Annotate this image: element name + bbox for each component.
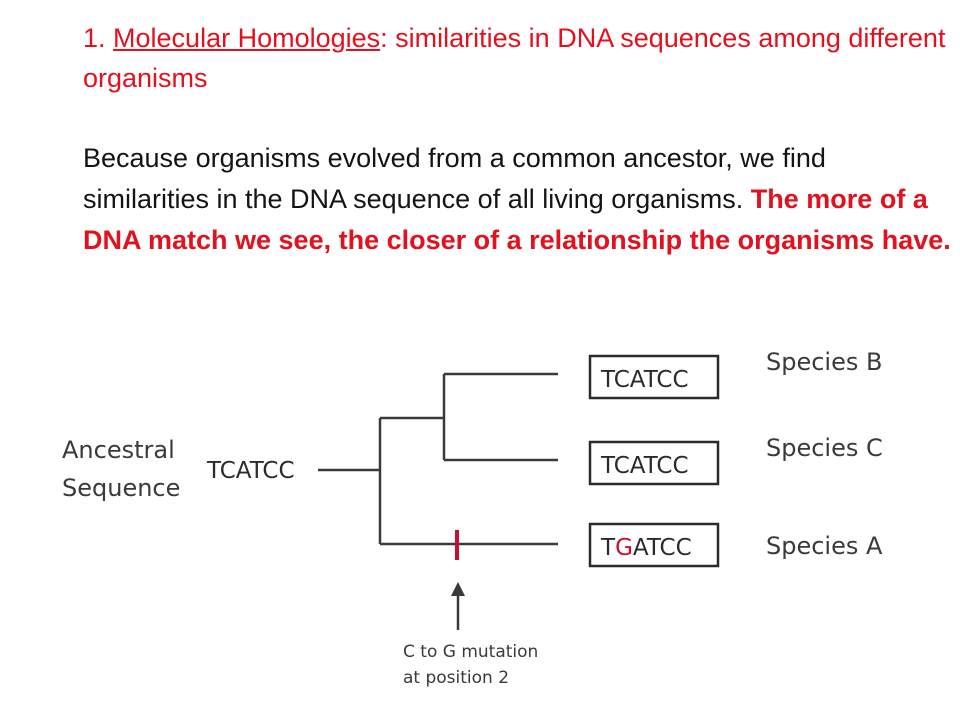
ancestral-sequence: TCATCC — [206, 458, 295, 484]
species-b-box: TCATCC — [588, 354, 720, 400]
heading-title: Molecular Homologies — [113, 23, 381, 53]
heading-number: 1. — [83, 23, 114, 53]
species-a-sequence-suffix: ATCC — [633, 535, 692, 561]
up-arrow-icon — [451, 582, 465, 630]
species-c-name: Species C — [766, 434, 883, 462]
mutation-note-line1: C to G mutation — [403, 642, 538, 662]
species-a-sequence: TGATCC — [600, 535, 692, 561]
heading-colon: : — [380, 23, 388, 53]
species-c-box: TCATCC — [588, 440, 720, 486]
text-content: 1. Molecular Homologies: similarities in… — [83, 18, 953, 261]
ancestral-label-line1: Ancestral — [62, 436, 175, 464]
species-a-box: TGATCC — [588, 522, 720, 568]
species-a-name: Species A — [766, 532, 883, 560]
mutation-note-line2: at position 2 — [403, 668, 509, 688]
tree-branches — [318, 372, 558, 546]
phylogenetic-tree-diagram: Ancestral Sequence TCATCC TCATCC TCATCC … — [62, 348, 883, 688]
species-b-sequence: TCATCC — [600, 367, 689, 393]
species-a-mutated-base: G — [615, 535, 633, 561]
body-emphasis-text: The more of a DNA match we see, the clos… — [83, 184, 951, 255]
heading-description: similarities in DNA sequences among diff… — [83, 23, 946, 93]
species-b-name: Species B — [766, 348, 882, 376]
body-plain-text: Because organisms evolved from a common … — [83, 143, 826, 214]
body-paragraph: Because organisms evolved from a common … — [83, 138, 953, 261]
section-heading: 1. Molecular Homologies: similarities in… — [83, 18, 953, 98]
ancestral-label-line2: Sequence — [62, 474, 180, 502]
species-c-sequence: TCATCC — [600, 453, 689, 479]
species-a-sequence-prefix: T — [600, 535, 616, 561]
